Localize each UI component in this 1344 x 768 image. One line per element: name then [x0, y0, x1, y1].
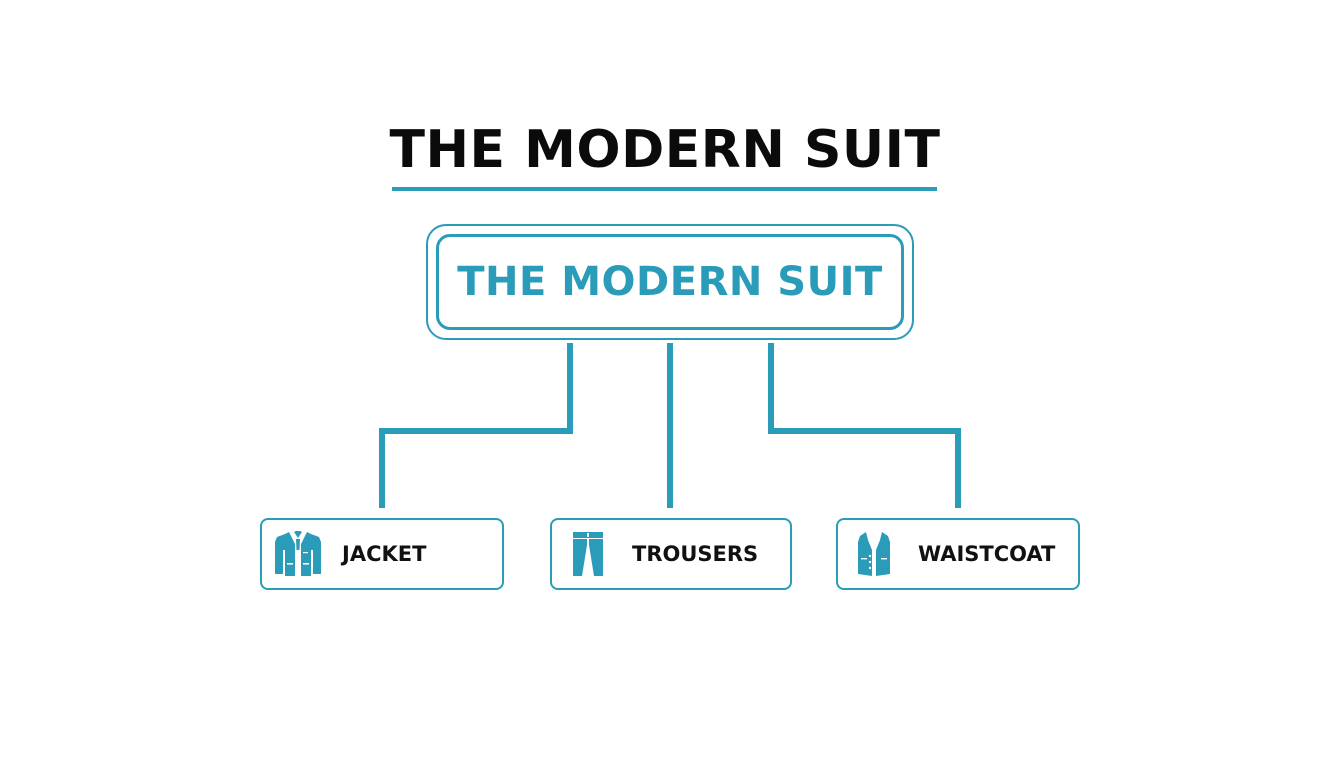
label-jacket: JACKET — [342, 542, 427, 566]
title-underline — [392, 187, 937, 191]
node-jacket: JACKET — [260, 518, 504, 590]
node-trousers: TROUSERS — [550, 518, 792, 590]
node-waistcoat: WAISTCOAT — [836, 518, 1080, 590]
connector-waistcoat — [768, 343, 961, 508]
page-title: THE MODERN SUIT — [389, 120, 941, 180]
trousers-icon — [573, 532, 603, 576]
label-waistcoat: WAISTCOAT — [918, 542, 1056, 566]
root-label: THE MODERN SUIT — [457, 259, 883, 305]
jacket-icon — [275, 531, 321, 576]
waistcoat-icon — [858, 532, 890, 576]
connector-jacket — [379, 343, 573, 508]
root-node-inner: THE MODERN SUIT — [436, 234, 904, 330]
root-node: THE MODERN SUIT — [426, 224, 914, 340]
label-trousers: TROUSERS — [632, 542, 759, 566]
